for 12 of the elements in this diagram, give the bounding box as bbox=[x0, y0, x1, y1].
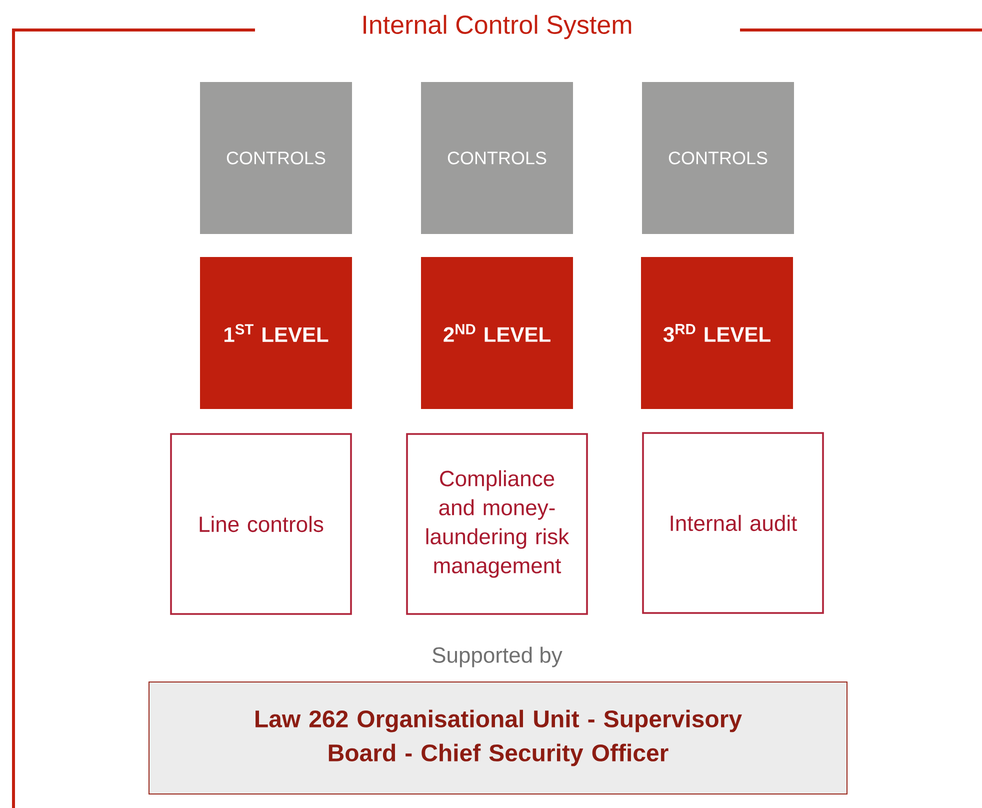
level-box: 2$^{ND}$ LEVEL bbox=[421, 256, 573, 409]
controls-box: CONTROLS bbox=[642, 82, 794, 234]
controls-box: CONTROLS bbox=[200, 82, 352, 234]
controls-box: CONTROLS bbox=[421, 82, 573, 234]
level-box: 1$^{ST}$ LEVEL bbox=[200, 256, 352, 409]
support-box: Law 262 Organisational Unit - Supervisory Board - Chief Security Officer bbox=[148, 681, 848, 794]
level-box: 3$^{RD}$ LEVEL bbox=[641, 256, 793, 409]
unit-box: Line controls bbox=[170, 433, 352, 615]
caption-text: Supported by bbox=[432, 646, 562, 668]
unit-box: Internal audit bbox=[642, 432, 824, 614]
unit-box: Compliance and money-laundering risk management bbox=[406, 433, 588, 615]
frame-title: Internal Control System bbox=[364, 14, 632, 40]
